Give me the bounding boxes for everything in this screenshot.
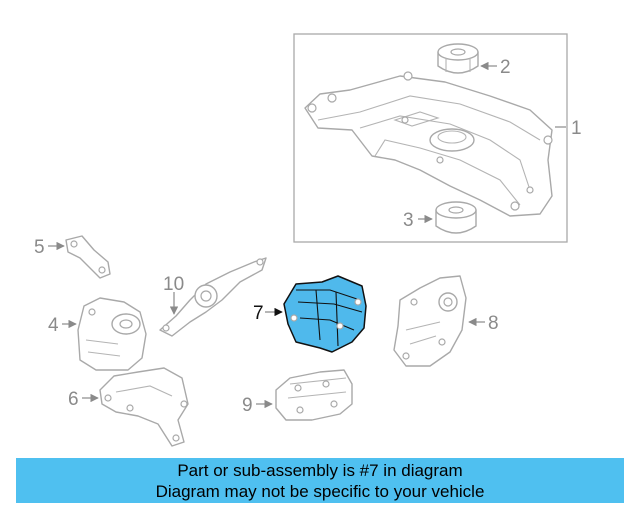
part-2-bushing[interactable] (437, 43, 479, 74)
banner-line-1: Part or sub-assembly is #7 in diagram (177, 461, 463, 480)
callout-6: 6 (68, 389, 79, 410)
part-10-torque-rod[interactable] (159, 257, 267, 337)
part-9-mount-block[interactable] (275, 369, 353, 421)
callout-10: 10 (163, 274, 184, 295)
info-banner: Part or sub-assembly is #7 in diagram Di… (16, 458, 624, 503)
callout-3: 3 (403, 210, 414, 231)
part-5-bracket[interactable] (65, 235, 111, 279)
callout-4: 4 (48, 315, 59, 336)
part-7-transmission-mount[interactable] (283, 275, 367, 353)
callout-7: 7 (253, 303, 264, 324)
part-6-bracket[interactable] (99, 367, 189, 447)
callout-2: 2 (500, 57, 511, 78)
part-3-bushing[interactable] (435, 201, 477, 234)
part-4-engine-mount[interactable] (77, 297, 147, 371)
part-1-subframe[interactable] (304, 71, 553, 217)
part-8-bracket[interactable] (393, 275, 467, 367)
callout-1: 1 (571, 118, 582, 139)
callout-5: 5 (34, 237, 45, 258)
callout-9: 9 (242, 395, 253, 416)
callout-8: 8 (488, 313, 499, 334)
banner-line-2: Diagram may not be specific to your vehi… (155, 482, 485, 501)
subframe-group-box (293, 33, 568, 243)
